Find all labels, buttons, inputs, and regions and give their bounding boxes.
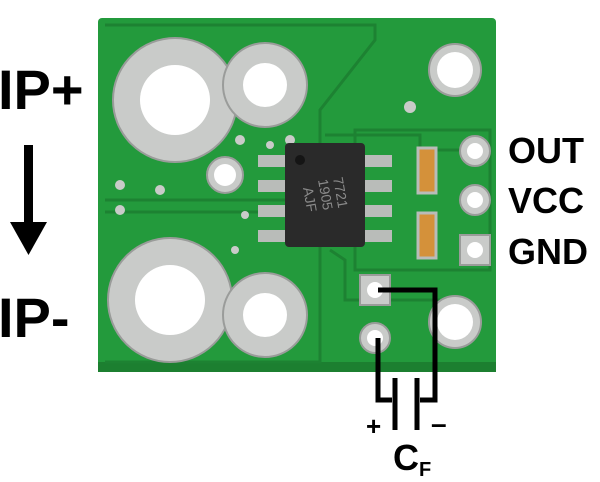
ic-marking-3: AJF — [300, 186, 320, 213]
cf-label: CF — [393, 437, 432, 481]
ic-pins — [258, 155, 392, 242]
ip-plus-label: IP+ — [0, 58, 84, 121]
header-pins — [459, 135, 491, 266]
cf-main: C — [393, 437, 419, 478]
ip-minus-label: IP- — [0, 286, 70, 349]
smd-components — [416, 146, 438, 260]
cf-subscript: F — [419, 459, 432, 481]
ip-minus-terminal — [107, 237, 308, 363]
arrow-down-icon — [10, 145, 47, 255]
gnd-pin-label: GND — [508, 231, 588, 272]
pin-gnd — [459, 234, 491, 266]
pcb-edge-shade — [98, 362, 496, 372]
ip-plus-terminal — [112, 37, 308, 163]
mounting-holes — [206, 43, 482, 349]
out-pin-label: OUT — [508, 130, 584, 171]
ic-marking-2: 1905 — [315, 178, 336, 212]
ic-marking-1: 7721 — [330, 176, 351, 210]
capacitor-symbol — [375, 287, 438, 430]
ic-pin1-dot — [295, 155, 305, 165]
cap-minus-label: – — [431, 408, 447, 439]
vcc-pin-label: VCC — [508, 180, 585, 221]
cap-plus-label: + — [366, 411, 382, 441]
ic-chip — [285, 143, 365, 247]
